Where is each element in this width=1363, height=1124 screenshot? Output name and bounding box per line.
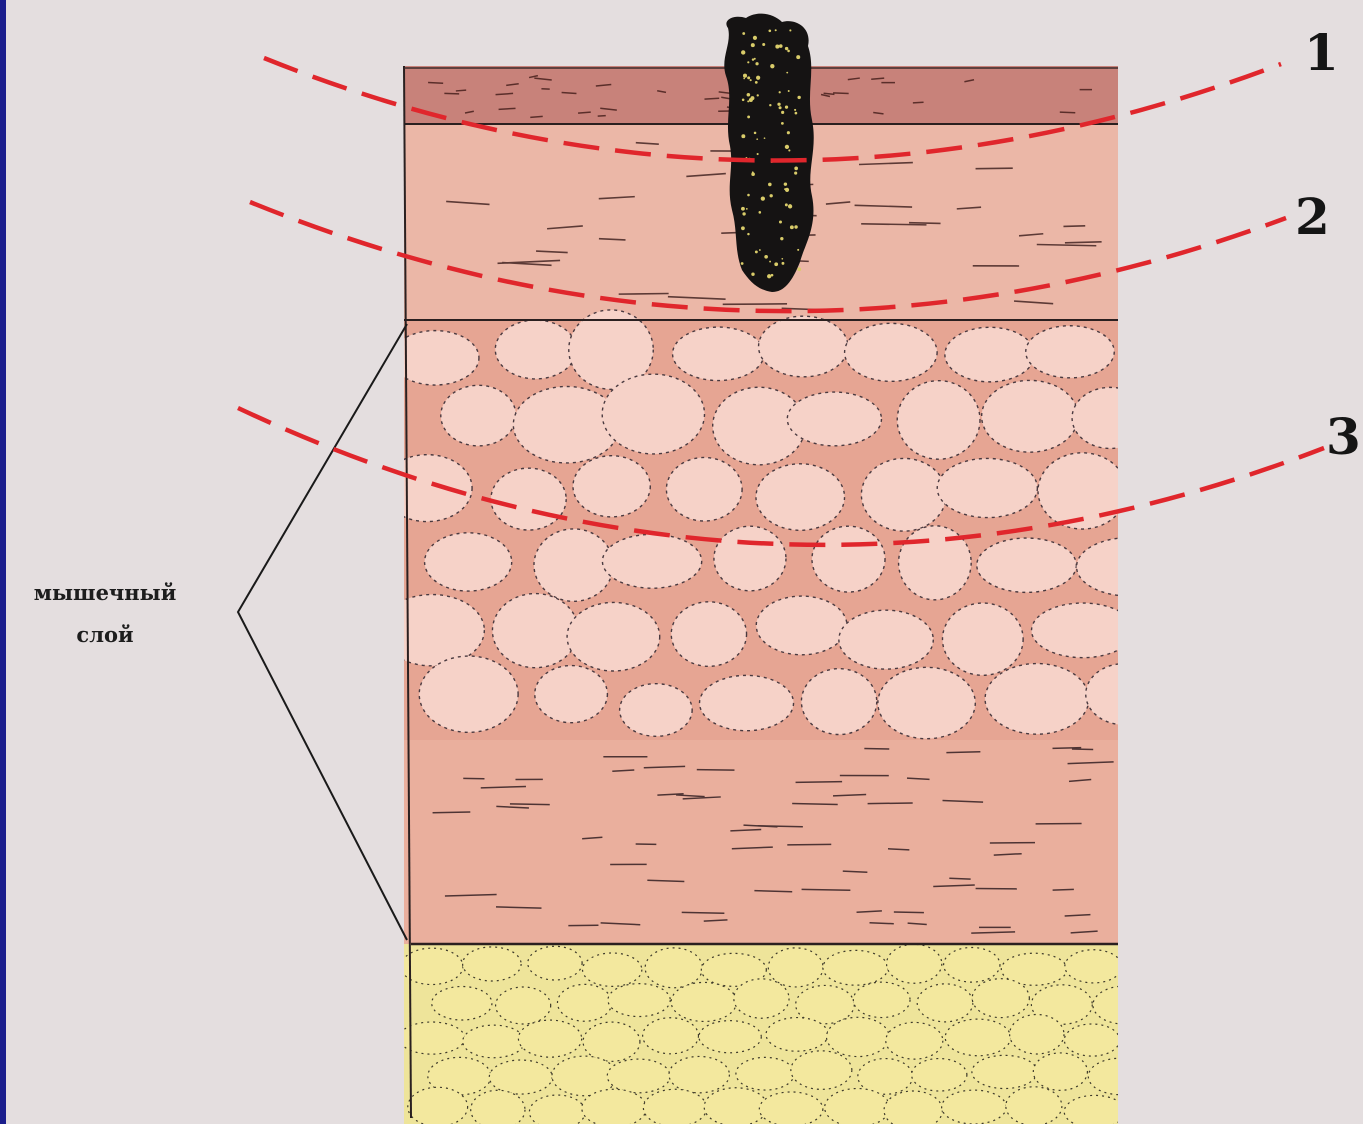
level-label-2: 2 — [1295, 192, 1330, 242]
level-label-3: 3 — [1326, 412, 1361, 462]
tissue-diagram — [6, 0, 1363, 1124]
diagram-canvas: 1 2 3 мышечный слой — [6, 0, 1363, 1124]
muscle-layer-bracket — [238, 324, 407, 940]
level-label-1: 1 — [1304, 28, 1339, 78]
wound-channel — [724, 14, 813, 292]
muscle-fiber-layer — [404, 740, 1118, 944]
muscle-layer-label: мышечный слой — [10, 572, 200, 656]
muscle-layer-label-line1: мышечный — [10, 572, 200, 614]
muscle-layer-label-line2: слой — [10, 614, 200, 656]
